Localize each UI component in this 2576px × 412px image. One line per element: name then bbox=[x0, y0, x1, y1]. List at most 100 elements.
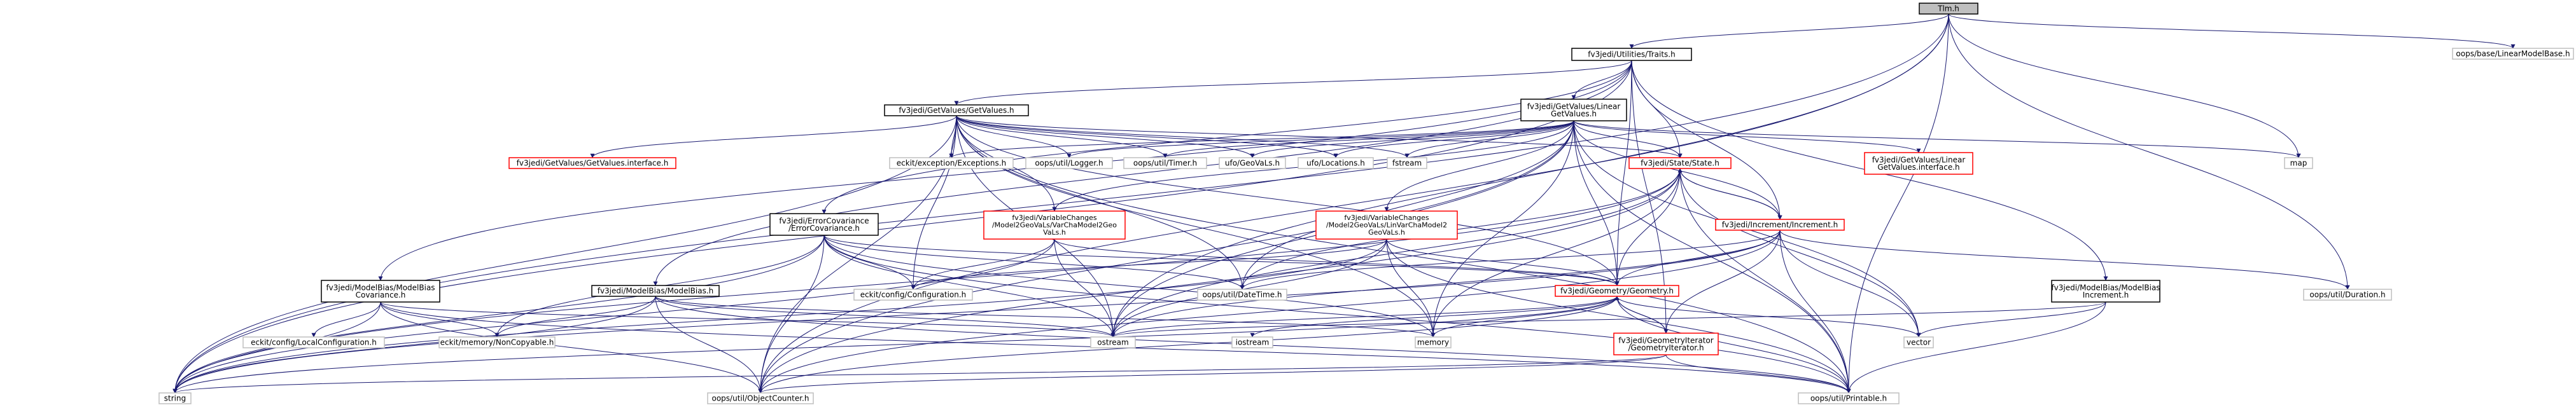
node-varcha-label-line: /Model2GeoVaLs/VarChaModel2Geo bbox=[992, 221, 1117, 230]
edge-tlm-to-duration bbox=[1948, 13, 2350, 290]
node-printable: oops/util/Printable.h bbox=[1798, 392, 1900, 404]
node-modelbias[interactable]: fv3jedi/ModelBias/ModelBias.h bbox=[591, 285, 720, 297]
node-mbcov-label-line: Covariance.h bbox=[356, 291, 406, 299]
edge-layer bbox=[172, 13, 2516, 394]
node-locations-box bbox=[1298, 157, 1374, 169]
edge-linvarcha-to-memory bbox=[1386, 238, 1436, 338]
node-string: string bbox=[158, 392, 192, 404]
node-memory-box bbox=[1415, 336, 1452, 348]
node-lgv_iface[interactable]: fv3jedi/GetValues/LinearGetValues.interf… bbox=[1864, 152, 1973, 175]
node-geovals-box bbox=[1219, 157, 1286, 169]
node-increment[interactable]: fv3jedi/Increment/Increment.h bbox=[1715, 219, 1845, 231]
node-errcov-box bbox=[769, 213, 879, 236]
node-increment-label-line: fv3jedi/Increment/Increment.h bbox=[1722, 221, 1838, 230]
edge-tlm-to-printable bbox=[1846, 13, 1949, 394]
edge-lingetvalues-to-fstream bbox=[1404, 120, 1574, 158]
node-ostream-label-line: ostream bbox=[1097, 338, 1128, 347]
node-geovals-label-line: ufo/GeoVaLs.h bbox=[1225, 159, 1280, 168]
node-lgv_iface-box bbox=[1864, 152, 1973, 175]
edge-traits-to-increment bbox=[1631, 60, 1782, 220]
edge-lingetvalues-to-exceptions bbox=[949, 120, 1574, 158]
edge-geometry-to-iostream bbox=[1250, 296, 1618, 338]
node-traits[interactable]: fv3jedi/Utilities/Traits.h bbox=[1571, 48, 1692, 61]
edge-errcov-to-printable bbox=[823, 235, 1851, 394]
edge-traits-to-geometry bbox=[1614, 60, 1632, 286]
node-modelbias-label-line: fv3jedi/ModelBias/ModelBias.h bbox=[598, 287, 714, 296]
edge-tlm-to-ostream bbox=[1110, 13, 1949, 338]
edge-linvarcha-to-string bbox=[172, 238, 1387, 394]
node-mbcov-label-line: fv3jedi/ModelBias/ModelBias bbox=[326, 283, 435, 292]
node-fstream-box bbox=[1387, 157, 1427, 169]
edge-lingetvalues-to-map bbox=[1573, 120, 2301, 158]
edge-traits-to-state bbox=[1631, 60, 1683, 158]
edge-getvalues-to-printable bbox=[956, 115, 1851, 394]
edge-lingetvalues-to-state bbox=[1573, 120, 1683, 158]
node-lingetvalues-box bbox=[1520, 99, 1627, 121]
edge-mbcov-to-localconf bbox=[311, 301, 381, 338]
node-timer-box bbox=[1123, 157, 1207, 169]
node-getvalues[interactable]: fv3jedi/GetValues/GetValues.h bbox=[884, 104, 1029, 116]
edge-tlm-to-string bbox=[172, 13, 1949, 394]
edge-getvalues-to-fstream bbox=[956, 115, 1410, 158]
node-vector-box bbox=[1903, 336, 1934, 348]
edge-state-to-printable bbox=[1679, 168, 1851, 394]
node-vector: vector bbox=[1903, 336, 1934, 348]
node-geometry[interactable]: fv3jedi/Geometry/Geometry.h bbox=[1555, 285, 1679, 297]
edge-errcov-to-memory bbox=[823, 235, 1436, 338]
edge-errcov-to-objcounter bbox=[758, 235, 825, 394]
node-map-box bbox=[2284, 157, 2313, 169]
edge-tlm-to-objcounter bbox=[758, 13, 1949, 394]
edge-tlm-to-traits bbox=[1629, 13, 1949, 49]
node-iostream: iostream bbox=[1231, 336, 1273, 348]
edge-increment-to-ostream bbox=[1110, 230, 1781, 338]
node-iostream-label-line: iostream bbox=[1236, 338, 1270, 347]
node-datetime-box bbox=[1197, 289, 1287, 301]
edge-increment-to-geometry bbox=[1614, 230, 1781, 286]
edge-increment-to-state bbox=[1677, 168, 1781, 220]
node-string-box bbox=[158, 392, 192, 404]
node-geovals: ufo/GeoVaLs.h bbox=[1219, 157, 1286, 169]
node-memory-label-line: memory bbox=[1417, 338, 1449, 347]
node-lingetvalues-label-line: fv3jedi/GetValues/Linear bbox=[1527, 102, 1621, 111]
node-fstream: fstream bbox=[1387, 157, 1427, 169]
node-noncopyable-label-line: eckit/memory/NonCopyable.h bbox=[440, 338, 554, 347]
node-modelbias-box bbox=[591, 285, 720, 297]
node-errcov[interactable]: fv3jedi/ErrorCovariance/ErrorCovariance.… bbox=[769, 213, 879, 236]
node-configuration-label-line: eckit/config/Configuration.h bbox=[860, 291, 967, 299]
edge-linvarcha-to-geometry bbox=[1386, 238, 1620, 286]
node-geoiter[interactable]: fv3jedi/GeometryIterator/GeometryIterato… bbox=[1613, 333, 1719, 355]
edge-errcov-to-configuration bbox=[823, 235, 916, 290]
node-state[interactable]: fv3jedi/State/State.h bbox=[1628, 157, 1732, 169]
edge-state-to-memory bbox=[1431, 168, 1681, 338]
node-map: map bbox=[2284, 157, 2313, 169]
edge-tlm-to-map bbox=[1948, 13, 2301, 158]
node-locations: ufo/Locations.h bbox=[1298, 157, 1374, 169]
edge-geometry-to-memory bbox=[1431, 296, 1618, 338]
node-varcha[interactable]: fv3jedi/VariableChanges/Model2GeoVaLs/Va… bbox=[983, 210, 1126, 240]
node-linvarcha[interactable]: fv3jedi/VariableChanges/Model2GeoVaLs/Li… bbox=[1315, 210, 1458, 240]
edge-varcha-to-ostream bbox=[1054, 238, 1116, 338]
edge-geoiter-to-printable bbox=[1665, 354, 1851, 394]
edge-state-to-ostream bbox=[1110, 168, 1681, 338]
node-linmodbase: oops/base/LinearModelBase.h bbox=[2452, 48, 2574, 60]
edge-traits-to-string bbox=[172, 60, 1632, 394]
node-gv_iface[interactable]: fv3jedi/GetValues/GetValues.interface.h bbox=[508, 157, 676, 169]
edge-lingetvalues-to-timer bbox=[1163, 120, 1574, 158]
edge-traits-to-lingetvalues bbox=[1571, 60, 1632, 100]
node-exceptions-label-line: eckit/exception/Exceptions.h bbox=[897, 159, 1006, 168]
node-printable-box bbox=[1798, 392, 1900, 404]
node-map-label-line: map bbox=[2290, 159, 2307, 168]
edge-increment-to-geoiter bbox=[1663, 230, 1781, 334]
node-timer: oops/util/Timer.h bbox=[1123, 157, 1207, 169]
edge-state-to-geometry bbox=[1614, 168, 1681, 286]
edge-getvalues-to-string bbox=[172, 115, 957, 394]
edge-increment-to-string bbox=[172, 230, 1781, 394]
node-memory: memory bbox=[1415, 336, 1452, 348]
node-mbinc-label-line: fv3jedi/ModelBias/ModelBias bbox=[2051, 283, 2160, 292]
node-traits-box bbox=[1571, 48, 1692, 61]
node-varcha-box bbox=[983, 210, 1126, 240]
